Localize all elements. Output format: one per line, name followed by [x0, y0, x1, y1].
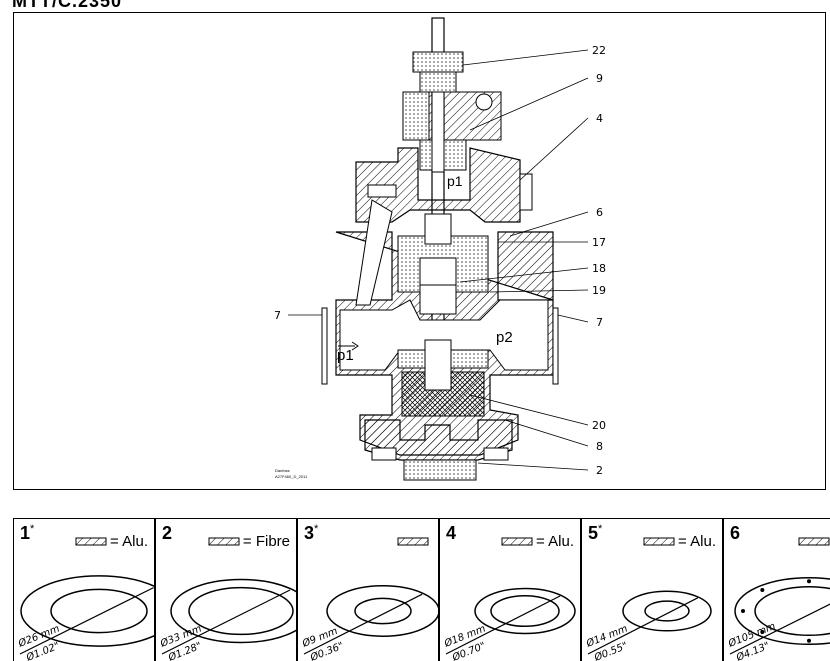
callout-2: 2 — [596, 464, 603, 477]
gasket-material-text: = Alu. — [678, 533, 716, 550]
callout-22: 22 — [592, 44, 606, 57]
callout-20: 20 — [592, 419, 606, 432]
top-nut — [412, 51, 464, 73]
callout-8: 8 — [596, 440, 603, 453]
callout-19: 19 — [592, 284, 606, 297]
flow-chamber — [339, 299, 549, 371]
valve-cross-section: 22 9 4 6 17 18 19 7 7 20 8 2 p1 p1 p2 Da… — [274, 17, 606, 481]
material-swatch-icon — [75, 537, 107, 546]
gasket-material: = Fibre — [208, 533, 290, 550]
gasket-material: = Alu. — [75, 533, 148, 550]
right-flange-gasket — [552, 307, 559, 385]
gasket-number-text: 4 — [446, 523, 457, 543]
pressure-p1-upper: p1 — [447, 173, 463, 189]
gasket-number-text: 3 — [304, 523, 315, 543]
gasket-number: 4 — [446, 523, 456, 544]
gasket-number-text: 5 — [588, 523, 599, 543]
flow-arrow — [338, 341, 359, 351]
callout-9: 9 — [596, 72, 603, 85]
diagram-frame — [13, 12, 826, 490]
callout-7-left: 7 — [274, 309, 281, 322]
gasket-material — [397, 533, 432, 550]
left-flange-gasket — [321, 307, 328, 385]
gasket-number: 1* — [20, 523, 34, 544]
callout-6: 6 — [596, 206, 603, 219]
callout-18: 18 — [592, 262, 606, 275]
material-swatch-icon — [501, 537, 533, 546]
leader-lines — [288, 49, 589, 471]
bottom-plug — [403, 459, 477, 481]
gasket-material: = Alu. — [643, 533, 716, 550]
pressure-p2: p2 — [496, 329, 513, 346]
material-swatch-icon — [643, 537, 675, 546]
callout-7-right: 7 — [596, 316, 603, 329]
gasket-material: = Fi — [798, 533, 830, 550]
gasket-material: = Alu. — [501, 533, 574, 550]
gasket-number: 5* — [588, 523, 602, 544]
top-cover — [355, 147, 521, 223]
gasket-material-text: = Fibre — [242, 533, 290, 550]
page-title: MTT/C.2350 — [12, 0, 123, 11]
gasket-number-text: 6 — [730, 523, 741, 543]
gasket-star: * — [598, 523, 603, 535]
credit-line1: Danfoss — [275, 468, 290, 473]
gasket-star: * — [314, 523, 319, 535]
pressure-p1-lower: p1 — [337, 347, 354, 364]
material-swatch-icon — [798, 537, 830, 546]
material-swatch-icon — [208, 537, 240, 546]
gasket-star: * — [30, 523, 35, 535]
gasket-number: 3* — [304, 523, 318, 544]
gasket-material-text: = Alu. — [536, 533, 574, 550]
credit-line2: A27F460_D_2011 — [275, 474, 308, 479]
material-swatch-icon — [397, 537, 429, 546]
callout-4: 4 — [596, 112, 603, 125]
gasket-material-text: = Alu. — [110, 533, 148, 550]
gasket-number: 6 — [730, 523, 740, 544]
gasket-number-text: 2 — [162, 523, 173, 543]
callout-17: 17 — [592, 236, 606, 249]
gasket-number-text: 1 — [20, 523, 31, 543]
gasket-number: 2 — [162, 523, 172, 544]
